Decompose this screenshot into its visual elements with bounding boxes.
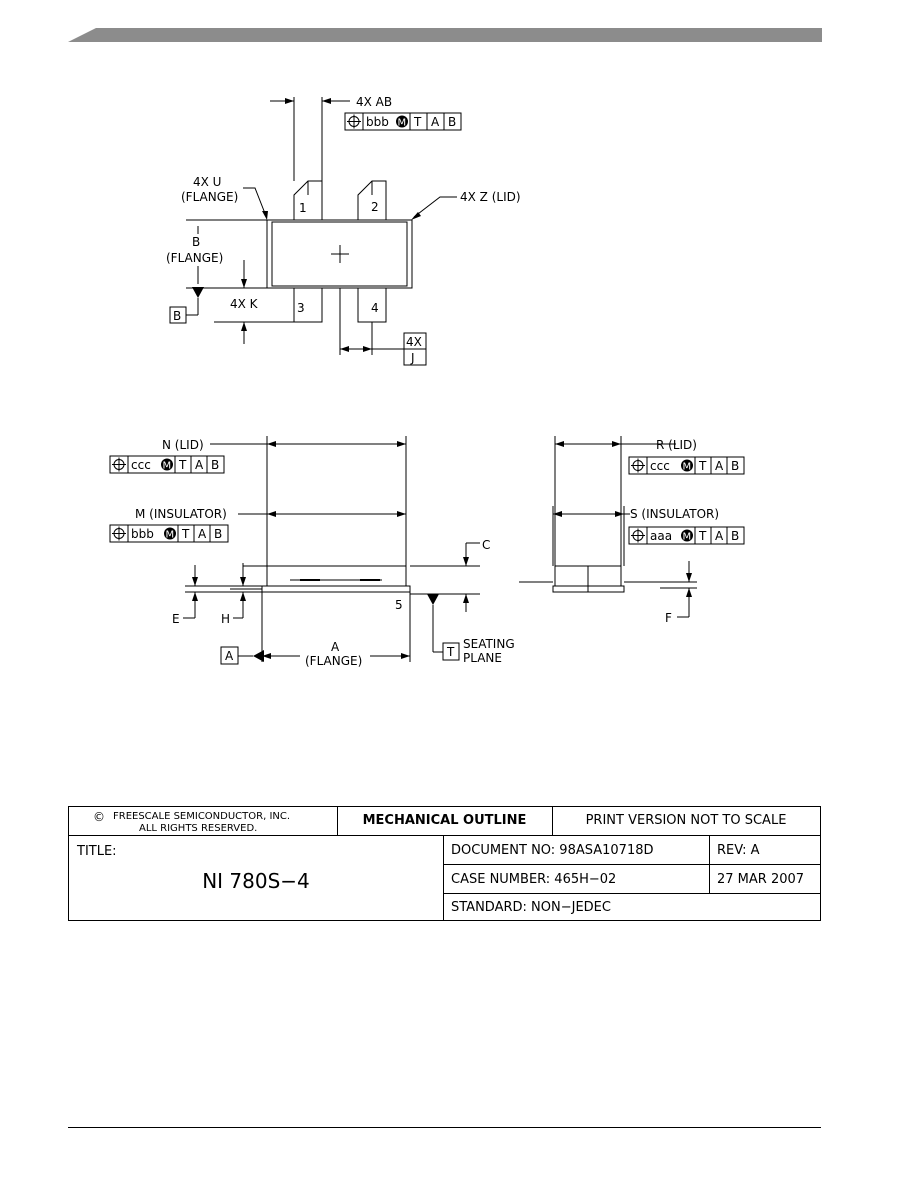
svg-text:B: B — [731, 529, 739, 543]
svg-text:B: B — [211, 458, 219, 472]
revision: REV: A — [717, 843, 760, 858]
standard: STANDARD: NON−JEDEC — [451, 900, 611, 915]
svg-text:bbb: bbb — [131, 527, 154, 541]
print-version-label: PRINT VERSION NOT TO SCALE — [585, 813, 787, 828]
dim-r-label: R (LID) — [656, 438, 697, 452]
svg-text:T: T — [178, 458, 187, 472]
flange-side — [261, 585, 411, 593]
dim-ab-label: 4X AB — [356, 95, 392, 109]
svg-text:A: A — [715, 459, 724, 473]
dim-h-label: H — [221, 612, 230, 626]
top-view: 1 2 3 4 4X AB bbb M T A B 4X U — [166, 95, 521, 366]
svg-text:T: T — [698, 459, 707, 473]
dim-c-label: C — [482, 538, 490, 552]
title-value: NI 780S−4 — [202, 869, 310, 893]
svg-text:T: T — [413, 115, 422, 129]
title-label: TITLE: — [77, 844, 117, 859]
dim-e-label: E — [172, 612, 180, 626]
dim-a-sub: (FLANGE) — [305, 654, 362, 668]
mechanical-outline-label: MECHANICAL OUTLINE — [362, 813, 527, 828]
copyright-icon: © — [93, 810, 105, 824]
copyright-line-1: FREESCALE SEMICONDUCTOR, INC. — [113, 811, 291, 822]
datum-a-label: A — [225, 649, 234, 663]
svg-text:B: B — [731, 459, 739, 473]
lid-outline-top — [271, 221, 408, 287]
lead-3 — [293, 288, 323, 323]
svg-text:B: B — [214, 527, 222, 541]
svg-text:M: M — [166, 530, 175, 541]
svg-text:M: M — [683, 532, 692, 543]
seating-plane-label-1: SEATING — [463, 637, 515, 651]
dim-j-label: J — [410, 351, 415, 365]
document-number: DOCUMENT NO: 98ASA10718D — [451, 843, 654, 858]
pin-4-label: 4 — [371, 301, 379, 315]
end-view: R (LID) ccc M T A B S (INSULATOR) — [519, 436, 745, 625]
header-bar — [68, 28, 822, 42]
pin-2-label: 2 — [371, 200, 379, 214]
dim-u-sub: (FLANGE) — [181, 190, 238, 204]
package-body-side — [266, 565, 407, 587]
svg-text:A: A — [431, 115, 440, 129]
title-block: © FREESCALE SEMICONDUCTOR, INC. ALL RIGH… — [68, 806, 821, 921]
svg-text:A: A — [195, 458, 204, 472]
svg-text:T: T — [698, 529, 707, 543]
svg-text:M: M — [683, 462, 692, 473]
dim-j-count: 4X — [406, 335, 422, 349]
ab-feature-control-frame: bbb M T A B — [344, 112, 462, 131]
footer-rule — [68, 1127, 821, 1128]
copyright-cell: © FREESCALE SEMICONDUCTOR, INC. ALL RIGH… — [69, 809, 337, 835]
dim-m-label: M (INSULATOR) — [135, 507, 227, 521]
svg-text:aaa: aaa — [650, 529, 672, 543]
dim-u-label: 4X U — [193, 175, 221, 189]
seating-plane-label-2: PLANE — [463, 651, 502, 665]
svg-text:M: M — [163, 461, 172, 472]
flange-end — [552, 585, 625, 593]
svg-text:ccc: ccc — [650, 459, 670, 473]
svg-text:A: A — [715, 529, 724, 543]
revision-date: 27 MAR 2007 — [717, 872, 805, 887]
dim-b-sub: (FLANGE) — [166, 251, 223, 265]
datum-t-label: T — [446, 645, 455, 659]
svg-text:A: A — [198, 527, 207, 541]
svg-text:B: B — [448, 115, 456, 129]
mmc-modifier-icon — [396, 115, 408, 128]
dim-k-label: 4X K — [230, 297, 259, 311]
side-view: N (LID) ccc M T A B M (INSULATOR) — [109, 436, 515, 668]
page-header-band — [68, 28, 822, 42]
dim-a-label: A — [331, 640, 340, 654]
s-feature-control-frame: aaa M T A B — [628, 526, 745, 545]
svg-text:bbb: bbb — [366, 115, 389, 129]
svg-text:M: M — [398, 118, 407, 129]
pin-1-label: 1 — [299, 201, 307, 215]
svg-text:T: T — [181, 527, 190, 541]
dim-s-label: S (INSULATOR) — [630, 507, 719, 521]
svg-text:ccc: ccc — [131, 458, 151, 472]
dim-f-label: F — [665, 611, 672, 625]
dim-b-label: B — [192, 235, 200, 249]
datum-b-label: B — [173, 309, 181, 323]
dim-n-label: N (LID) — [162, 438, 204, 452]
pin-5-label: 5 — [395, 598, 403, 612]
copyright-line-2: ALL RIGHTS RESERVED. — [139, 823, 258, 834]
pin-3-label: 3 — [297, 301, 305, 315]
n-feature-control-frame: ccc M T A B — [109, 455, 225, 474]
m-feature-control-frame: bbb M T A B — [109, 524, 229, 543]
case-number: CASE NUMBER: 465H−02 — [451, 872, 617, 887]
dim-z-label: 4X Z (LID) — [460, 190, 521, 204]
r-feature-control-frame: ccc M T A B — [628, 456, 745, 475]
